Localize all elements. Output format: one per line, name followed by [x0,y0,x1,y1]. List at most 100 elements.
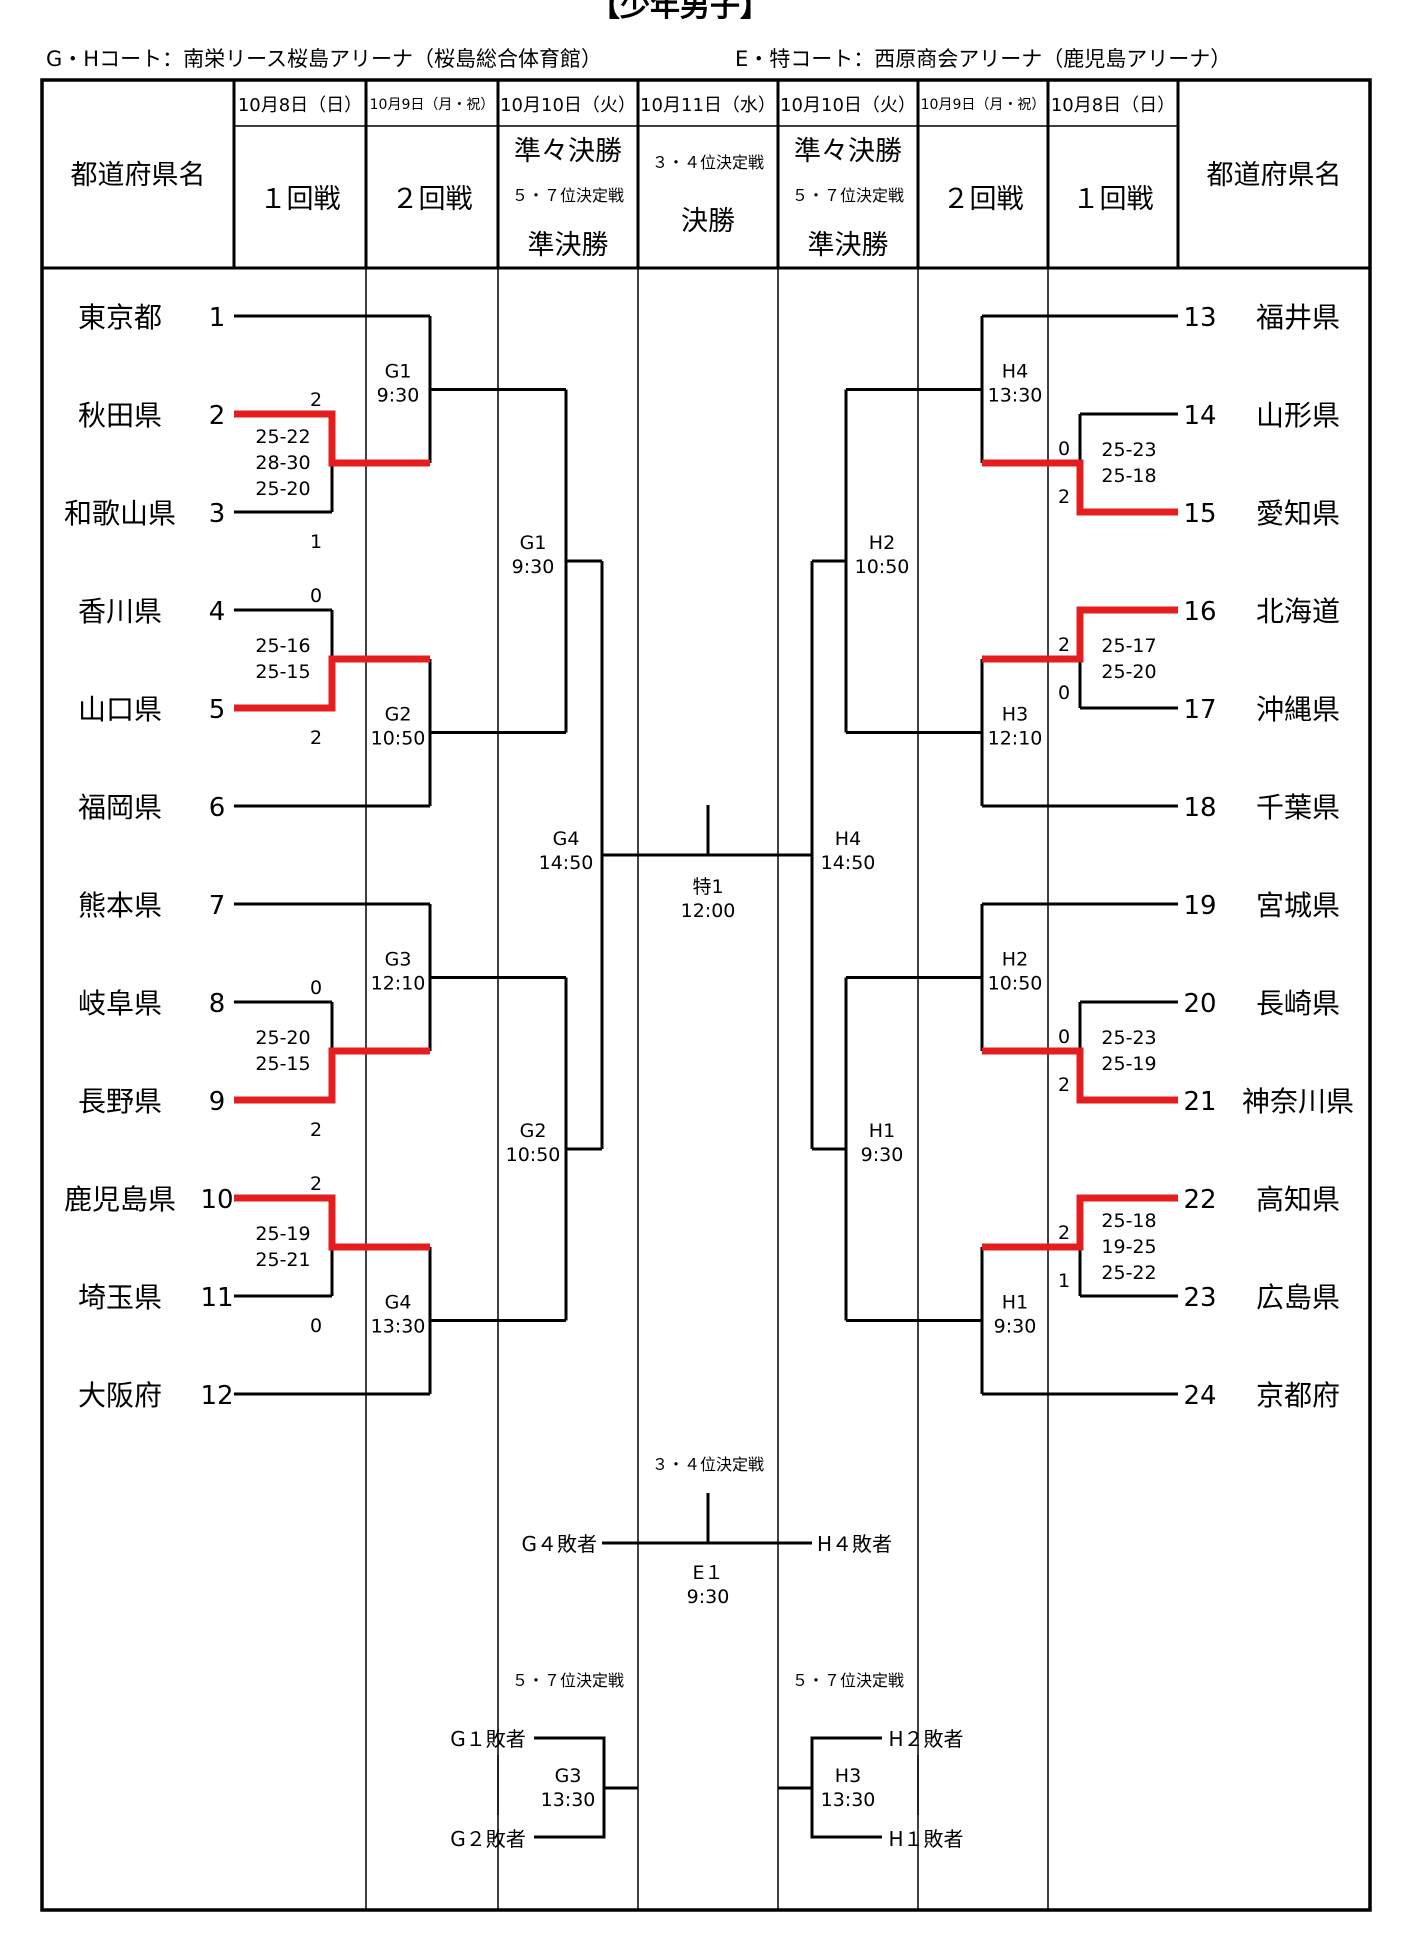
team-name-right: 広島県 [1256,1281,1340,1314]
r1-set-score-left: 25-15 [255,1053,310,1075]
qf-header-right: 準々決勝 [794,136,902,167]
r2-match-code-right: H1 [1002,1292,1028,1314]
r1-set-score-right: 25-23 [1101,439,1156,461]
team-name-right: 千葉県 [1256,791,1340,824]
qf-match-code-right: H1 [869,1120,895,1142]
r1-set-score-right: 25-20 [1101,661,1156,683]
round1-header-right: １回戦 [1073,184,1154,215]
place34-match-code: E１ [692,1562,723,1584]
team-number-left: 5 [209,695,226,725]
venue-right: E・特コート：西原商会アリーナ（鹿児島アリーナ） [735,47,1231,71]
date-round2-left: 10月9日（月・祝） [370,97,495,113]
team-number-left: 7 [209,891,226,921]
r1-score-top-right: 2 [1058,634,1070,656]
r1-score-top-left: 0 [310,585,322,607]
r1-score-top-right: 2 [1058,1222,1070,1244]
sf-match-code-left: G4 [553,828,580,850]
place57-bracket-left [534,1736,606,1839]
qf-header-left: 準々決勝 [514,136,622,167]
final-match-time: 12:00 [681,900,736,922]
r1-set-score-left: 25-16 [255,635,310,657]
r1-score-bottom-right: 2 [1058,486,1070,508]
team-name-left: 長野県 [78,1085,162,1118]
sf-match-time-left: 14:50 [539,852,594,874]
sf-match-code-right: H4 [835,828,861,850]
team-name-right: 福井県 [1256,301,1340,334]
r1-score-top-left: 2 [310,1173,322,1195]
team-name-right: 沖縄県 [1256,693,1340,726]
r2-match-code-right: H3 [1002,704,1028,726]
round2-header-left: ２回戦 [392,184,473,215]
place34-left-team: G４敗者 [522,1532,598,1556]
qf-match-time-left: 10:50 [506,1144,561,1166]
venue-left: G・Hコート：南栄リース桜島アリーナ（桜島総合体育館） [46,47,602,71]
team-name-left: 埼玉県 [78,1281,162,1314]
place57-top-team-left: G１敗者 [450,1727,526,1751]
place34-header: ３・４位決定戦 [652,153,764,172]
place57-match-code-right: H3 [835,1765,861,1787]
team-number-right: 22 [1183,1185,1216,1215]
team-number-right: 16 [1183,597,1216,627]
r1-set-score-right: 25-18 [1101,1210,1156,1232]
date-qf-left: 10月10日（火） [500,95,636,116]
place57-header-right: ５・７位決定戦 [792,186,904,205]
r1-score-bottom-left: 1 [310,531,322,553]
team-number-right: 17 [1183,695,1216,725]
team-number-left: 3 [209,499,226,529]
team-number-left: 12 [200,1381,233,1411]
team-number-right: 15 [1183,499,1216,529]
team-number-right: 13 [1183,303,1216,333]
r2-match-time-right: 12:10 [988,728,1043,750]
place57-bottom-team-left: G２敗者 [450,1827,526,1851]
qf-match-code-right: H2 [869,532,895,554]
team-number-right: 18 [1183,793,1216,823]
r1-score-bottom-left: 2 [310,727,322,749]
place57-top-team-right: H２敗者 [888,1727,963,1751]
winner-path-right [982,606,1178,663]
date-final: 10月11日（水） [640,95,776,116]
round2-header-right: ２回戦 [943,184,1024,215]
team-number-right: 19 [1183,891,1216,921]
team-number-right: 20 [1183,989,1216,1019]
team-name-right: 神奈川県 [1242,1085,1354,1118]
place34-match-time: 9:30 [687,1586,730,1608]
r2-match-code-left: G2 [385,704,412,726]
place57-label-left: ５・７位決定戦 [512,1671,624,1690]
winner-path-left [234,655,430,712]
team-name-left: 秋田県 [78,399,162,432]
team-name-right: 北海道 [1256,595,1340,628]
final-header: 決勝 [681,206,735,237]
r1-score-bottom-right: 1 [1058,1270,1070,1292]
team-number-left: 6 [209,793,226,823]
pref-header-left: 都道府県名 [71,160,206,191]
sf-header-left: 準決勝 [528,230,609,261]
winner-path-right [982,1047,1178,1104]
r1-score-bottom-left: 0 [310,1315,322,1337]
r2-match-time-right: 10:50 [988,973,1043,995]
team-name-left: 和歌山県 [64,497,176,530]
r1-set-score-left: 25-20 [255,1027,310,1049]
qf-match-time-right: 9:30 [861,1144,904,1166]
final-match-code: 特1 [692,876,723,898]
qf-match-code-left: G2 [520,1120,547,1142]
r1-set-score-left: 28-30 [255,452,310,474]
r1-set-score-left: 25-20 [255,478,310,500]
winner-path-lines [234,410,1178,1251]
qf-match-code-left: G1 [520,532,547,554]
winner-path-right [982,1194,1178,1251]
team-number-left: 9 [209,1087,226,1117]
place34-right-team: H４敗者 [817,1532,892,1556]
qf-match-time-right: 10:50 [855,556,910,578]
team-name-left: 東京都 [78,301,162,334]
r1-set-score-right: 25-22 [1101,1262,1156,1284]
team-name-left: 岐阜県 [78,987,162,1020]
place57-match-time-left: 13:30 [541,1789,596,1811]
r1-score-top-right: 0 [1058,438,1070,460]
r1-set-score-left: 25-22 [255,426,310,448]
qf-match-time-left: 9:30 [512,556,555,578]
r2-match-code-left: G1 [385,361,412,383]
r1-set-score-left: 25-21 [255,1249,310,1271]
r1-score-top-left: 2 [310,389,322,411]
